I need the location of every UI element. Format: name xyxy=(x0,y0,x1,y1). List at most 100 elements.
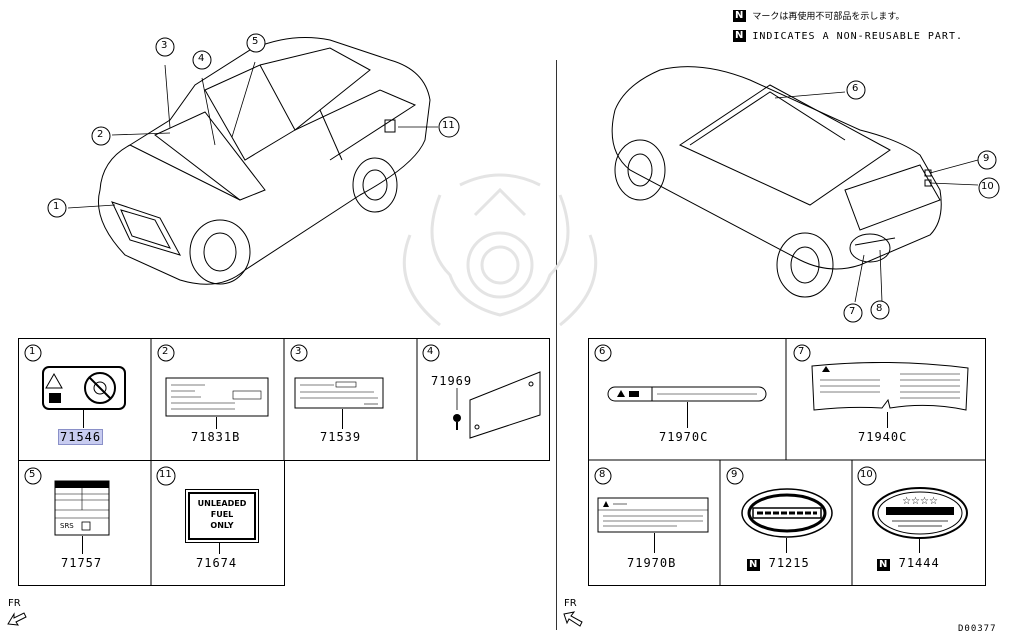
cell-1: 1 xyxy=(23,343,43,363)
cell-7: 7 xyxy=(792,343,812,363)
label-71215-emblem-icon xyxy=(741,488,833,538)
part-number-71940c[interactable]: 71940C xyxy=(858,430,908,444)
leader-71546 xyxy=(83,410,84,428)
callout-circle-icon xyxy=(978,177,1000,199)
watermark-emblem xyxy=(402,173,598,327)
right-vehicle-diagram xyxy=(611,66,979,303)
part-number-71970b[interactable]: 71970B xyxy=(627,556,677,570)
leader-71940c xyxy=(887,412,888,428)
right-parts-grid xyxy=(588,338,986,586)
label-71674-fuel: UNLEADED FUEL ONLY xyxy=(185,489,259,543)
callout-1: 1 xyxy=(46,197,68,219)
callout-6: 6 xyxy=(845,79,867,101)
cell-5: 5 xyxy=(23,466,43,486)
fr-label-right: FR xyxy=(564,598,577,609)
leader-71674 xyxy=(219,542,220,554)
leader-71831b xyxy=(216,417,217,429)
label-71831b-ac-icon xyxy=(165,377,269,417)
cell-6: 6 xyxy=(593,343,613,363)
cell-circle-icon xyxy=(24,467,42,485)
non-reusable-mark: N xyxy=(733,9,747,22)
cell-3: 3 xyxy=(289,343,309,363)
callout-circle-icon xyxy=(438,116,460,138)
leader-71757 xyxy=(82,536,83,554)
cell-circle-icon xyxy=(726,467,744,485)
cell-circle-icon xyxy=(290,344,308,362)
callout-circle-icon xyxy=(846,80,866,100)
part-number-71970c[interactable]: 71970C xyxy=(659,430,709,444)
fuel-line-2: FUEL xyxy=(210,510,234,519)
callout-5: 5 xyxy=(245,32,267,54)
legend-japanese: N マークは再使用不可部品を示します。 xyxy=(733,9,904,22)
cell-circle-icon xyxy=(422,344,440,362)
legend-text-jp: マークは再使用不可部品を示します。 xyxy=(752,12,905,22)
callout-circle-icon xyxy=(155,37,175,57)
label-71970b-caution-icon xyxy=(597,497,709,533)
leader-71970c xyxy=(687,402,688,428)
leader-71539 xyxy=(342,409,343,429)
non-reusable-mark: N xyxy=(747,559,761,571)
part-number-71215[interactable]: N 71215 xyxy=(747,556,810,571)
cell-circle-icon xyxy=(156,466,176,486)
leader-71970b xyxy=(654,533,655,553)
cell-circle-icon xyxy=(594,467,612,485)
callout-circle-icon xyxy=(47,198,67,218)
label-71546-warning-icon xyxy=(42,366,126,410)
callout-4: 4 xyxy=(191,49,213,71)
non-reusable-mark: N xyxy=(733,30,747,42)
callout-3: 3 xyxy=(154,36,176,58)
cell-circle-icon xyxy=(157,344,175,362)
callout-7: 7 xyxy=(842,302,864,324)
non-reusable-mark: N xyxy=(877,559,891,571)
callout-circle-icon xyxy=(246,33,266,53)
legend-english: N INDICATES A NON-REUSABLE PART. xyxy=(733,30,963,42)
cell-8: 8 xyxy=(593,466,613,486)
cell-11: 11 xyxy=(155,466,177,486)
callout-8: 8 xyxy=(869,299,891,321)
figure-code: D00377 xyxy=(958,624,997,634)
label-71969-plate-icon xyxy=(453,371,541,439)
callout-2: 2 xyxy=(90,125,112,147)
leader-71215 xyxy=(786,538,787,553)
label-71444-emission-icon: ☆☆☆☆ xyxy=(872,487,968,539)
svg-text:☆☆☆☆: ☆☆☆☆ xyxy=(902,496,938,507)
part-number-71674[interactable]: 71674 xyxy=(196,556,238,570)
callout-circle-icon xyxy=(192,50,212,70)
callout-9: 9 xyxy=(976,149,998,171)
cell-10: 10 xyxy=(856,466,878,486)
cell-circle-icon xyxy=(594,344,612,362)
cell-9: 9 xyxy=(725,466,745,486)
cell-circle-icon xyxy=(793,344,811,362)
label-71970c-strip-icon xyxy=(607,386,767,402)
legend-text-en: INDICATES A NON-REUSABLE PART. xyxy=(752,30,963,42)
callout-circle-icon xyxy=(91,126,111,146)
cell-4: 4 xyxy=(421,343,441,363)
part-number-71546[interactable]: 71546 xyxy=(58,429,104,445)
fr-arrow-icon xyxy=(563,611,583,627)
leader-71444 xyxy=(919,539,920,553)
left-parts-grid xyxy=(18,338,550,586)
label-71940c-tire-icon xyxy=(811,362,969,411)
part-number-71831b[interactable]: 71831B xyxy=(191,430,241,444)
callout-circle-icon xyxy=(870,300,890,320)
fuel-line-1: UNLEADED xyxy=(197,499,247,508)
center-divider xyxy=(556,60,557,630)
cell-circle-icon xyxy=(857,466,877,486)
left-vehicle-diagram xyxy=(67,37,438,285)
part-number-71757[interactable]: 71757 xyxy=(61,556,103,570)
part-number-71969[interactable]: 71969 xyxy=(431,374,473,388)
part-number-71444[interactable]: N 71444 xyxy=(877,556,940,571)
srs-text: SRS xyxy=(60,522,74,530)
part-number-71539[interactable]: 71539 xyxy=(320,430,362,444)
label-71539-caution-icon xyxy=(294,377,384,409)
cell-2: 2 xyxy=(156,343,176,363)
label-71757-tire-icon xyxy=(54,480,110,536)
fr-arrow-icon xyxy=(7,612,27,626)
cell-circle-icon xyxy=(24,344,42,362)
callout-10: 10 xyxy=(977,177,1001,199)
fr-label-left: FR xyxy=(8,598,21,609)
callout-circle-icon xyxy=(843,303,863,323)
fuel-line-3: ONLY xyxy=(210,521,234,530)
callout-11: 11 xyxy=(437,116,461,138)
callout-circle-icon xyxy=(977,150,997,170)
